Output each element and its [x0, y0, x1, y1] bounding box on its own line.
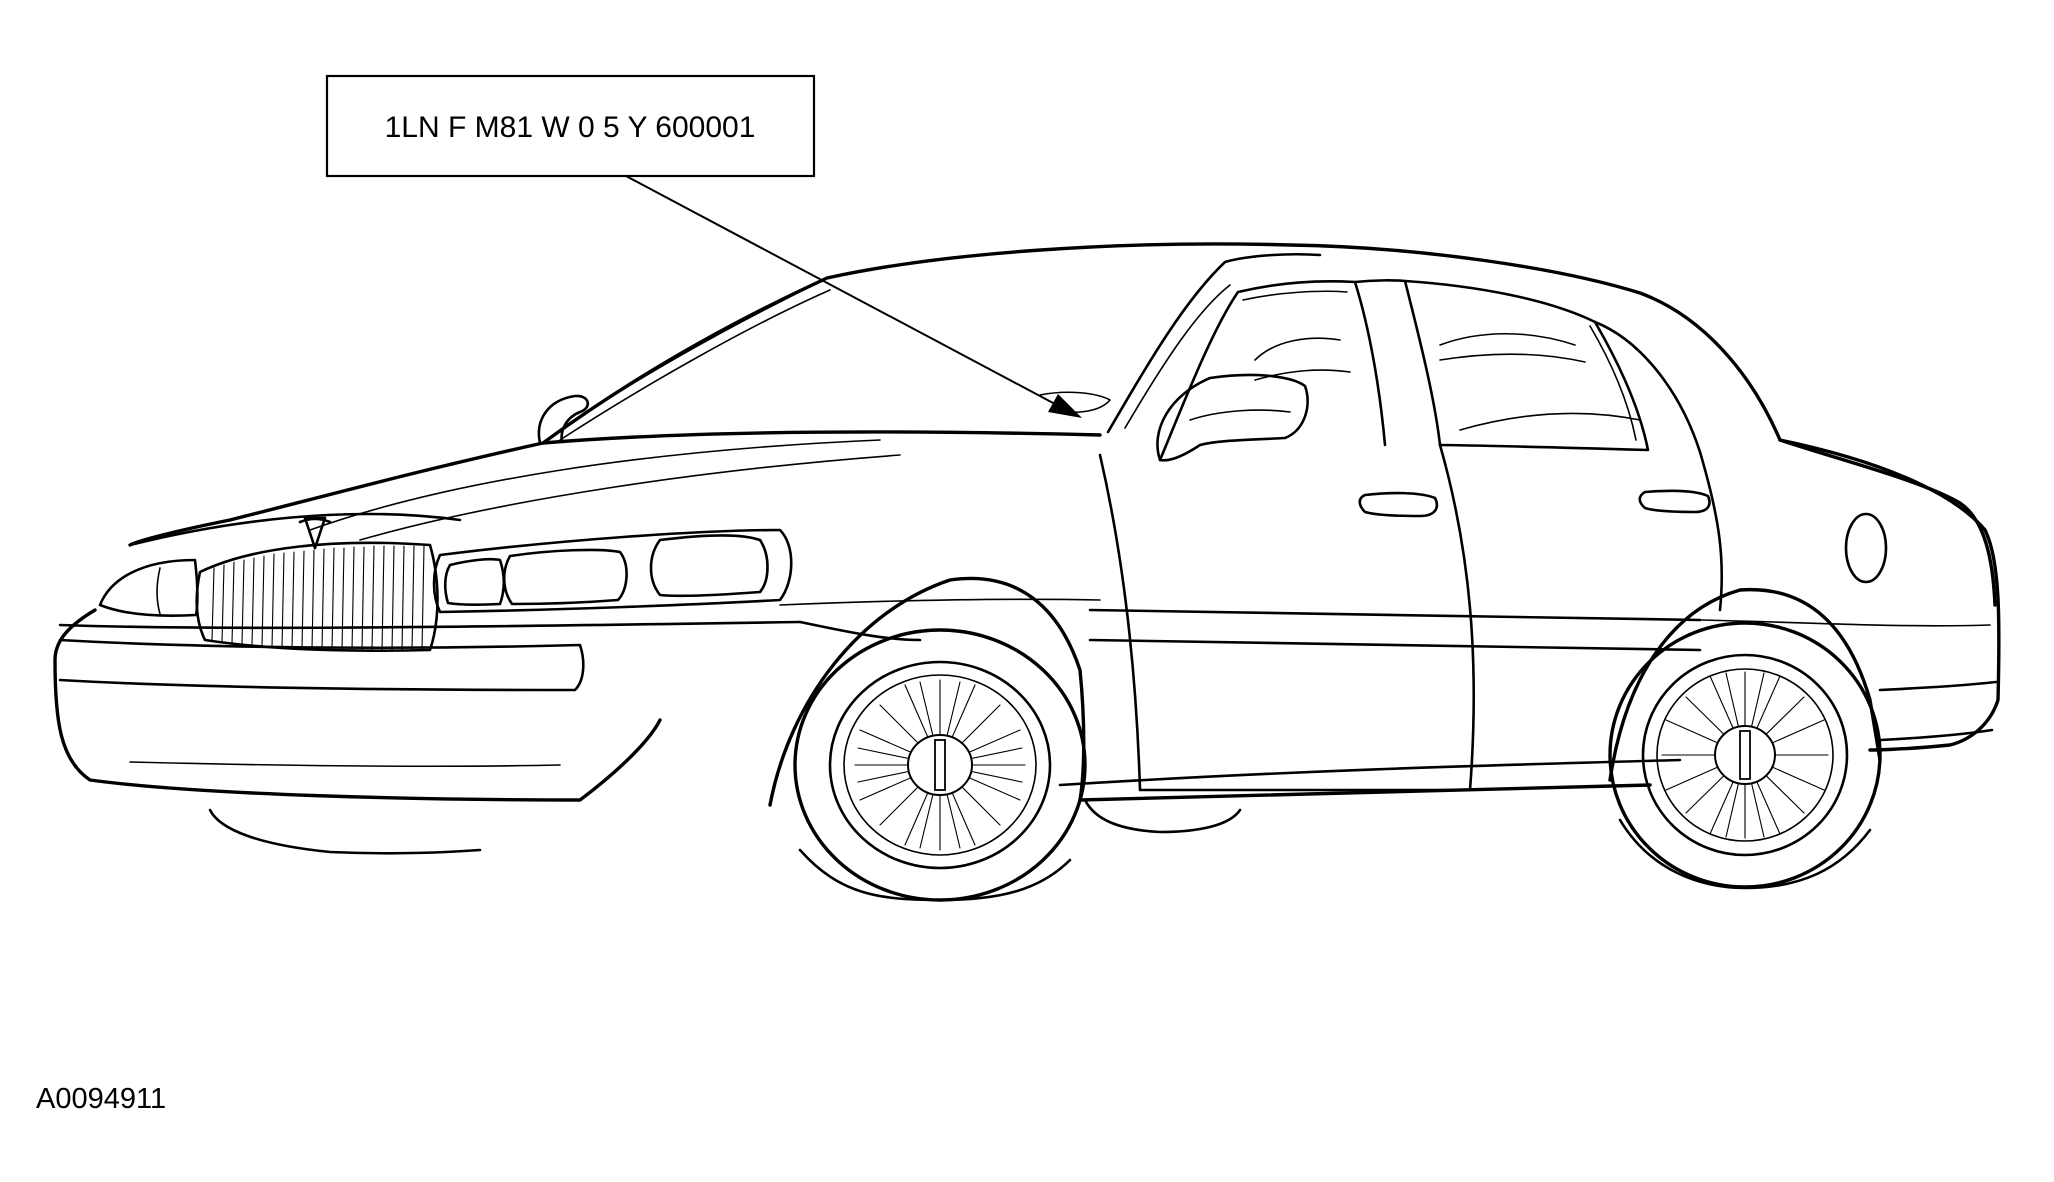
rear-quarter	[1778, 438, 2001, 752]
rear-bumper	[1878, 680, 1998, 742]
vin-leader-arrowhead	[1048, 394, 1082, 418]
grille	[195, 516, 439, 652]
bumper-lower-line	[129, 761, 561, 768]
rear-quarter-window	[1589, 325, 1637, 441]
left-side-mirror	[537, 394, 589, 445]
windshield-inner	[559, 289, 831, 441]
rocker-lower	[1058, 758, 1682, 787]
rear-door-back-edge	[1698, 450, 1724, 612]
figure-id: A0094911	[36, 1083, 166, 1115]
fuel-door	[1844, 512, 1888, 584]
right-headlamp-lens-3	[649, 534, 769, 598]
body-side-molding	[1088, 608, 1702, 652]
front-side-window	[1158, 280, 1387, 462]
front-bumper	[53, 608, 662, 802]
front-underbody	[208, 808, 482, 855]
underbody-between-wheels	[1083, 798, 1242, 834]
b-pillar	[1353, 279, 1442, 447]
bumper-top-line	[58, 620, 802, 630]
seat-back	[1254, 337, 1351, 381]
rear-tire-bottom	[1618, 818, 1872, 890]
rear-side-window	[1403, 279, 1650, 452]
front-wheel	[793, 628, 1087, 902]
left-headlamp	[98, 558, 199, 617]
car-illustration	[53, 242, 2001, 902]
rear-body-crease	[1699, 619, 1991, 627]
rear-deck	[1459, 412, 1641, 431]
a-pillar	[1106, 252, 1322, 434]
rear-seat	[1439, 332, 1586, 363]
vin-callout: 1LN F M81 W 0 5 Y 600001	[325, 74, 1082, 418]
hood-edge	[128, 512, 462, 547]
front-wheel-arch	[768, 576, 1086, 807]
dash-vin-plate-area	[1039, 391, 1111, 414]
right-headlamp-lens-2	[502, 548, 628, 606]
front-side-window-inner	[1242, 290, 1348, 301]
rear-door-handle	[1638, 489, 1711, 514]
rocker-panel	[1078, 783, 1652, 802]
front-fender-line	[798, 620, 922, 642]
front-door	[1098, 453, 1462, 792]
front-door-handle	[1358, 491, 1439, 518]
hood-ornament-icon	[298, 516, 332, 550]
c-pillar	[1593, 320, 1702, 454]
right-headlamp-outer	[432, 528, 793, 614]
door-mirror	[1156, 373, 1309, 462]
vin-leader-line	[625, 175, 1071, 413]
hood-crease	[309, 439, 901, 541]
body-side-crease	[779, 598, 1101, 606]
rear-wheel-arch	[1608, 587, 1882, 782]
door-mirror-inner	[1189, 409, 1291, 421]
vin-callout-box	[325, 74, 816, 178]
left-headlamp-divider	[156, 567, 161, 615]
front-tire-bottom	[798, 848, 1072, 902]
windshield	[541, 276, 829, 445]
hood-outline	[128, 430, 1102, 547]
vin-label: 1LN F M81 W 0 5 Y 600001	[385, 111, 756, 144]
rear-hub-emblem-icon	[1739, 730, 1751, 780]
front-hub-emblem-icon	[934, 739, 946, 791]
rear-wheel	[1608, 621, 1882, 889]
rear-door-edge	[1438, 443, 1476, 792]
a-pillar-inner	[1124, 284, 1231, 429]
right-headlamp-lens-1	[443, 557, 506, 606]
bumper-strip	[58, 638, 585, 692]
roof-outline	[541, 242, 1997, 607]
